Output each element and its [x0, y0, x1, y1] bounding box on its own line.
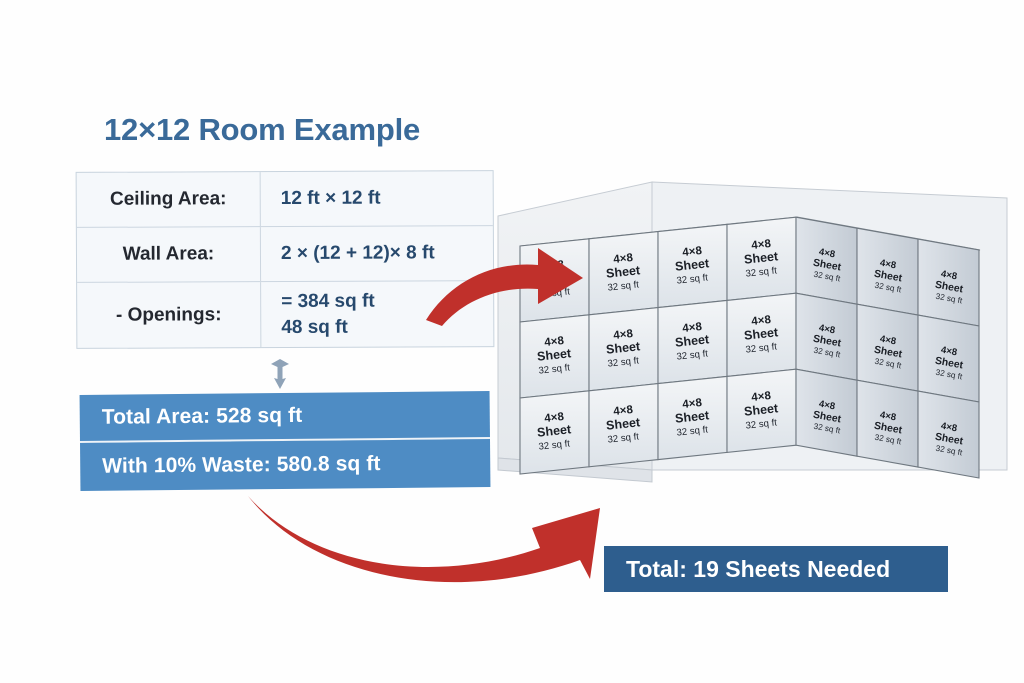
sheet-name-label: Sheet — [812, 334, 842, 350]
spec-label-ceiling-area: Ceiling Area: — [76, 172, 261, 227]
summary-bars: Total Area: 528 sq ft With 10% Waste: 58… — [79, 391, 491, 491]
sheet-area-label: 32 sq ft — [676, 424, 709, 438]
total-sheets-callout: Total: 19 Sheets Needed — [604, 546, 948, 592]
spec-value-ceiling-area: 12 ft × 12 ft — [261, 171, 493, 226]
sheet-size-label: 4×8 — [613, 252, 634, 266]
sheet-tile: 4×8 Sheet 32 sq ft — [917, 390, 980, 479]
sheet-name-label: Sheet — [605, 339, 641, 357]
sheet-tile: 4×8 Sheet 32 sq ft — [917, 238, 980, 327]
sheet-size-label: 4×8 — [544, 335, 565, 349]
sheet-area-label: 32 sq ft — [745, 341, 778, 355]
sheet-name-label: Sheet — [743, 249, 779, 267]
stack-front-face: 4×8 Sheet 32 sq ft 4×8 Sheet 32 sq ft 4×… — [519, 216, 797, 475]
sheet-tile: 4×8 Sheet 32 sq ft — [795, 292, 858, 381]
sheet-area-label: 32 sq ft — [676, 272, 709, 286]
sheet-size-label: 4×8 — [818, 247, 837, 261]
page-title: 12×12 Room Example — [104, 112, 421, 147]
sheet-size-label: 4×8 — [940, 421, 959, 435]
sheet-stack-diagram: 4×8 Sheet 32 sq ft 4×8 Sheet 32 sq ft 4×… — [497, 181, 1008, 483]
sheet-name-label: Sheet — [873, 421, 903, 437]
sheet-area-label: 32 sq ft — [745, 265, 778, 279]
sheet-size-label: 4×8 — [940, 269, 959, 283]
sheet-tile: 4×8 Sheet 32 sq ft — [726, 292, 797, 378]
spec-value-openings: = 384 sq ft 48 sq ft — [261, 281, 493, 347]
sheet-tile: 4×8 Sheet 32 sq ft — [657, 299, 728, 385]
sheet-size-label: 4×8 — [879, 410, 898, 424]
sheet-tile: 4×8 Sheet 32 sq ft — [917, 314, 980, 403]
sheet-size-label: 4×8 — [751, 314, 772, 328]
spec-label-openings: - Openings: — [77, 282, 262, 349]
sheet-tile: 4×8 Sheet 32 sq ft — [856, 303, 919, 392]
sheet-tile: 4×8 Sheet 32 sq ft — [795, 216, 858, 305]
sheet-name-label: Sheet — [812, 258, 842, 274]
sheet-name-label: Sheet — [674, 408, 710, 426]
spec-value-line: 12 ft × 12 ft — [280, 187, 381, 210]
sheet-tile: 4×8 Sheet 32 sq ft — [657, 375, 728, 461]
sheet-tile: 4×8 Sheet 32 sq ft — [795, 368, 858, 457]
sheet-size-label: 4×8 — [818, 399, 837, 413]
sheet-name-label: Sheet — [934, 432, 964, 448]
sheet-area-label: 32 sq ft — [607, 431, 640, 445]
sheet-tile: 4×8 Sheet 32 sq ft — [726, 216, 797, 302]
sheet-name-label: Sheet — [536, 422, 572, 440]
sheet-tile: 4×8 Sheet 32 sq ft — [726, 368, 797, 454]
spec-table: Ceiling Area: 12 ft × 12 ft Wall Area: 2… — [75, 170, 495, 350]
sheet-size-label: 4×8 — [751, 390, 772, 404]
summary-bar-with-waste: With 10% Waste: 580.8 sq ft — [80, 439, 491, 491]
table-row: - Openings: = 384 sq ft 48 sq ft — [77, 281, 493, 349]
spec-value-wall-area: 2 × (12 + 12)× 8 ft — [261, 226, 493, 281]
spec-label-wall-area: Wall Area: — [76, 227, 262, 282]
sheet-area-label: 32 sq ft — [538, 362, 571, 376]
sheet-name-label: Sheet — [743, 401, 779, 419]
sheet-name-label: Sheet — [605, 415, 641, 433]
sheet-size-label: 4×8 — [879, 334, 898, 348]
arrow-down-icon — [271, 359, 289, 389]
sheet-size-label: 4×8 — [751, 238, 772, 252]
sheet-name-label: Sheet — [934, 356, 964, 372]
sheet-size-label: 4×8 — [682, 397, 703, 411]
sheet-tile: 4×8 Sheet 32 sq ft — [519, 238, 590, 323]
sheet-size-label: 4×8 — [682, 245, 703, 259]
sheet-size-label: 4×8 — [818, 323, 837, 337]
sheet-size-label: 4×8 — [940, 345, 959, 359]
sheet-tile: 4×8 Sheet 32 sq ft — [588, 230, 659, 316]
table-row: Ceiling Area: 12 ft × 12 ft — [76, 171, 493, 228]
sheet-area-label: 32 sq ft — [676, 348, 709, 362]
sheet-tile: 4×8 Sheet 32 sq ft — [588, 382, 659, 468]
stack-side-face: 4×8 Sheet 32 sq ft 4×8 Sheet 32 sq ft 4×… — [795, 216, 980, 479]
sheet-size-label: 4×8 — [879, 258, 898, 272]
sheet-size-label: 4×8 — [613, 404, 634, 418]
sheet-size-label: 4×8 — [544, 411, 565, 425]
sheet-tile: 4×8 Sheet 32 sq ft — [856, 227, 919, 316]
sheet-name-label: Sheet — [934, 280, 964, 296]
sheet-size-label: 4×8 — [613, 328, 634, 342]
sheet-name-label: Sheet — [674, 332, 710, 350]
sheet-area-label: 32 sq ft — [607, 355, 640, 369]
spec-value-line: 48 sq ft — [281, 316, 348, 338]
sheet-tile: 4×8 Sheet 32 sq ft — [519, 390, 590, 475]
sheet-tile: 4×8 Sheet 32 sq ft — [856, 379, 919, 468]
sheet-tile: 4×8 Sheet 32 sq ft — [588, 306, 659, 392]
sheet-area-label: 32 sq ft — [607, 279, 640, 293]
sheet-name-label: Sheet — [674, 256, 710, 274]
table-row: Wall Area: 2 × (12 + 12)× 8 ft — [76, 226, 494, 283]
sheet-name-label: Sheet — [873, 345, 903, 361]
spec-value-line: = 384 sq ft — [281, 290, 375, 313]
sheet-tile: 4×8 Sheet 32 sq ft — [657, 223, 728, 309]
sheet-name-label: Sheet — [536, 346, 572, 364]
sheet-tile: 4×8 Sheet 32 sq ft — [519, 314, 590, 399]
sheet-name-label: Sheet — [743, 325, 779, 343]
sheet-name-label: Sheet — [873, 269, 903, 285]
sheet-area-label: 32 sq ft — [745, 417, 778, 431]
sheet-size-label: 4×8 — [682, 321, 703, 335]
spec-value-line: 2 × (12 + 12)× 8 ft — [280, 242, 435, 265]
sheet-name-label: Sheet — [812, 410, 842, 426]
sheet-area-label: 32 sq ft — [538, 438, 571, 452]
summary-bar-total-area: Total Area: 528 sq ft — [79, 391, 490, 443]
sheet-name-label: Sheet — [605, 263, 641, 281]
